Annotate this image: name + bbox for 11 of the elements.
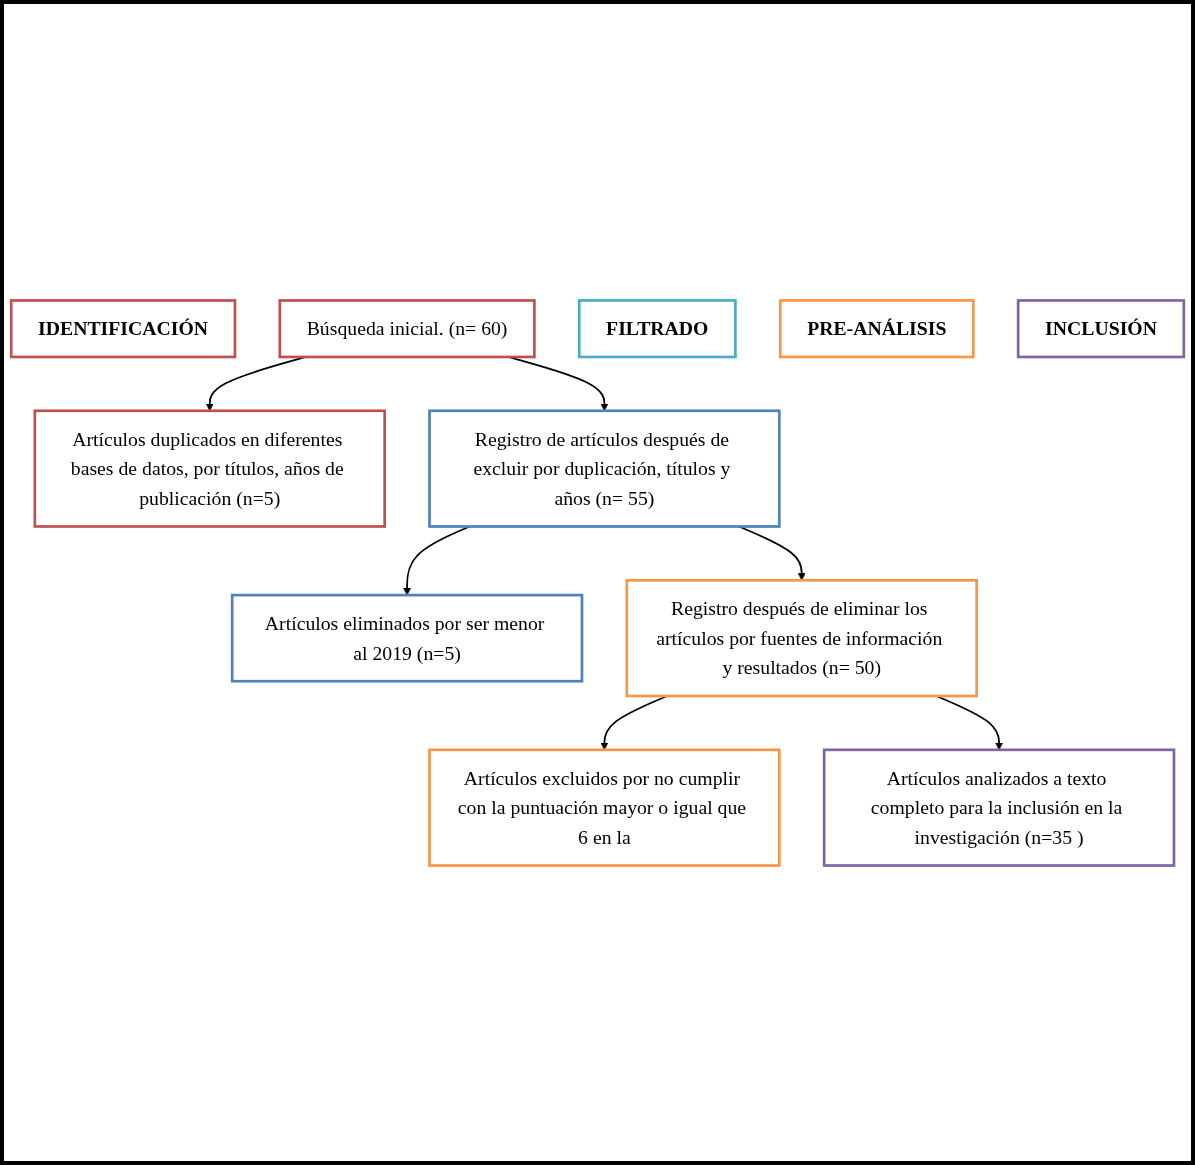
- node-box: FILTRADO: [577, 298, 737, 358]
- node-box: Registro de artículos después de excluir por duplicación, títulos y años (n= 55): [428, 408, 781, 528]
- node-box: Búsqueda inicial. (n= 60): [278, 298, 536, 358]
- node-box: INCLUSIÓN: [1016, 298, 1186, 358]
- node-box: Registro después de eliminar los artículos por fuentes de información y resultados (n= 50): [625, 578, 978, 697]
- node-box: Artículos eliminados por ser menor al 2019 (n=5): [230, 593, 584, 683]
- node-box: PRE-ANÁLISIS: [778, 298, 975, 358]
- node-box: Artículos excluidos por no cumplir con la puntuación mayor o igual que 6 en la: [428, 748, 781, 867]
- node-box: Artículos analizados a texto completo para la inclusión en la investigación (n=35 ): [822, 748, 1176, 867]
- node-box: IDENTIFICACIÓN: [9, 298, 237, 358]
- node-box: Artículos duplicados en diferentes bases de datos, por títulos, años de publicación (n=5): [33, 408, 386, 528]
